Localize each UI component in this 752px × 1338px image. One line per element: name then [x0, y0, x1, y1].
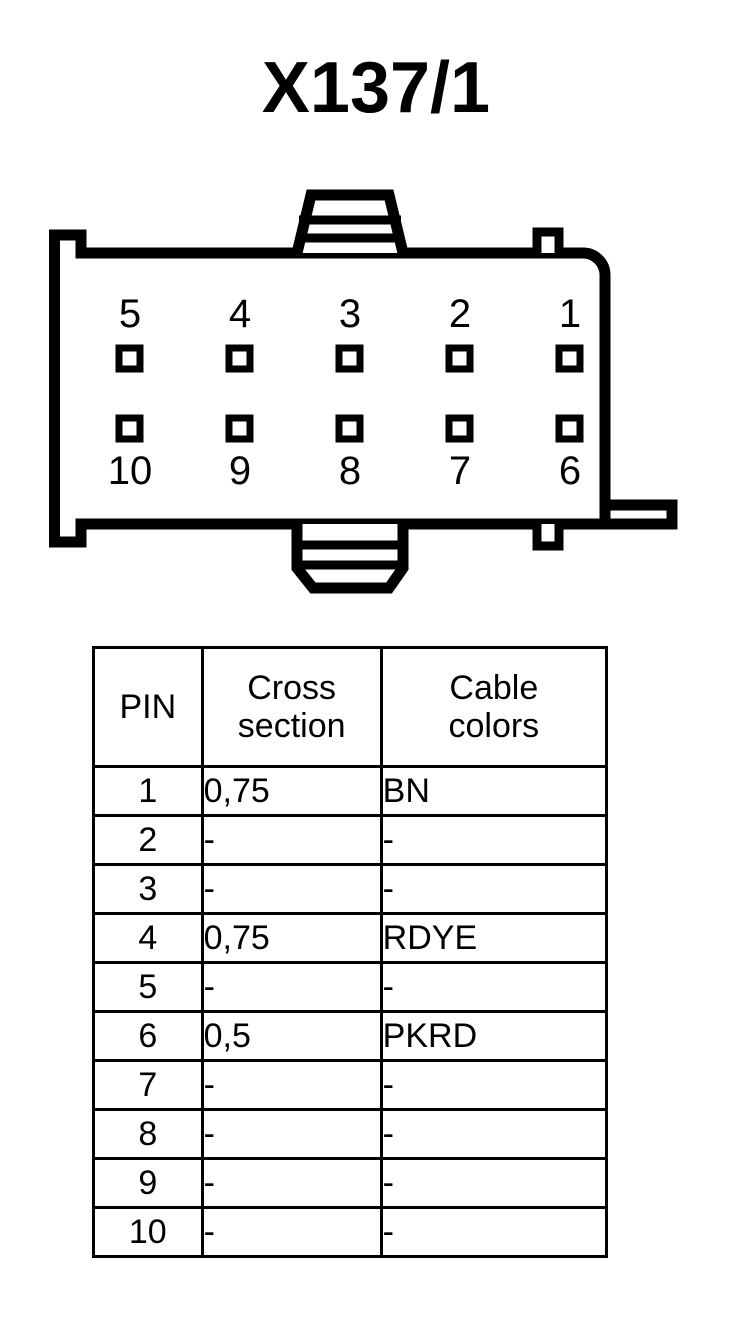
- pin-cavity-10: [115, 414, 144, 443]
- cell-color: -: [379, 863, 609, 915]
- cell-pin: 5: [92, 961, 204, 1013]
- cell-pin: 4: [92, 912, 204, 964]
- pin-label-6: 6: [559, 449, 581, 493]
- left-flange: [49, 235, 60, 542]
- header-cross-line1: Cross: [247, 668, 337, 707]
- pin-cavity-6: [555, 414, 584, 443]
- table-row: 1 0,75 BN: [92, 765, 609, 817]
- table-row: 9 - -: [92, 1157, 609, 1209]
- cell-color: -: [379, 1206, 609, 1258]
- pin-cavity-5: [115, 344, 144, 373]
- table-row: 3 - -: [92, 863, 609, 915]
- pin-label-1: 1: [559, 292, 581, 336]
- cell-pin: 10: [92, 1206, 204, 1258]
- pin-cavity-8: [335, 414, 364, 443]
- cell-cross: 0,75: [200, 912, 383, 964]
- pin-label-3: 3: [339, 292, 361, 336]
- connector-diagram: 5 4 3 2 1 10 9 8 7 6: [0, 180, 752, 600]
- pin-cavity-7: [445, 414, 474, 443]
- table-row: 8 - -: [92, 1108, 609, 1160]
- cell-color: -: [379, 961, 609, 1013]
- table-row: 4 0,75 RDYE: [92, 912, 609, 964]
- cell-cross: -: [200, 863, 383, 915]
- cell-cross: -: [200, 1157, 383, 1209]
- connector-drawing: 5 4 3 2 1 10 9 8 7 6: [49, 189, 678, 594]
- housing-top-edge: [49, 229, 611, 480]
- page-title: X137/1: [261, 48, 491, 128]
- pin-cavity-4: [225, 344, 254, 373]
- pin-label-10: 10: [108, 449, 153, 493]
- cell-color: -: [379, 1059, 609, 1111]
- header-pin: PIN: [92, 646, 204, 768]
- cell-color: -: [379, 1157, 609, 1209]
- cell-pin: 2: [92, 814, 204, 866]
- pin-cavity-2: [445, 344, 474, 373]
- header-cross-line2: section: [237, 707, 346, 745]
- cell-color: -: [379, 814, 609, 866]
- cell-cross: -: [200, 1059, 383, 1111]
- table-row: 10 - -: [92, 1206, 609, 1258]
- housing-bottom-edge: [49, 499, 678, 548]
- pin-assignment-table: PIN Cross section Cable colors 1 0,75 BN…: [92, 646, 609, 1258]
- cell-cross: -: [200, 1108, 383, 1160]
- pin-label-4: 4: [229, 292, 251, 336]
- header-cable-colors: Cable colors: [379, 646, 609, 768]
- table-row: 2 - -: [92, 814, 609, 866]
- bottom-latch-tab: [291, 524, 409, 594]
- cell-cross: 0,5: [200, 1010, 383, 1062]
- cell-pin: 3: [92, 863, 204, 915]
- pin-label-7: 7: [449, 449, 471, 493]
- pin-cavity-1: [555, 344, 584, 373]
- table-row: 6 0,5 PKRD: [92, 1010, 609, 1062]
- cell-pin: 6: [92, 1010, 204, 1062]
- cell-cross: -: [200, 961, 383, 1013]
- cell-color: PKRD: [379, 1010, 609, 1062]
- pin-label-5: 5: [119, 292, 141, 336]
- cell-color: -: [379, 1108, 609, 1160]
- connector-housing-outline: [49, 235, 672, 542]
- cell-pin: 8: [92, 1108, 204, 1160]
- header-color-line1: Cable: [449, 668, 539, 707]
- pin-cavity-9: [225, 414, 254, 443]
- header-color-line2: colors: [448, 707, 540, 745]
- cell-color: RDYE: [379, 912, 609, 964]
- cell-pin: 1: [92, 765, 204, 817]
- pin-label-9: 9: [229, 449, 251, 493]
- table-row: 7 - -: [92, 1059, 609, 1111]
- cell-pin: 9: [92, 1157, 204, 1209]
- bottom-key-bump: [532, 524, 564, 551]
- header-pin-label: PIN: [119, 687, 177, 726]
- header-cross-section: Cross section: [200, 646, 383, 768]
- table-header-row: PIN Cross section Cable colors: [92, 646, 609, 768]
- cell-cross: 0,75: [200, 765, 383, 817]
- table-row: 5 - -: [92, 961, 609, 1013]
- cell-cross: -: [200, 814, 383, 866]
- cell-color: BN: [379, 765, 609, 817]
- cell-pin: 7: [92, 1059, 204, 1111]
- cell-cross: -: [200, 1206, 383, 1258]
- pin-label-2: 2: [449, 292, 471, 336]
- pin-label-8: 8: [339, 449, 361, 493]
- top-key-bump: [532, 227, 564, 253]
- pin-assignment-table-wrapper: PIN Cross section Cable colors 1 0,75 BN…: [92, 646, 609, 1258]
- pin-cavity-3: [335, 344, 364, 373]
